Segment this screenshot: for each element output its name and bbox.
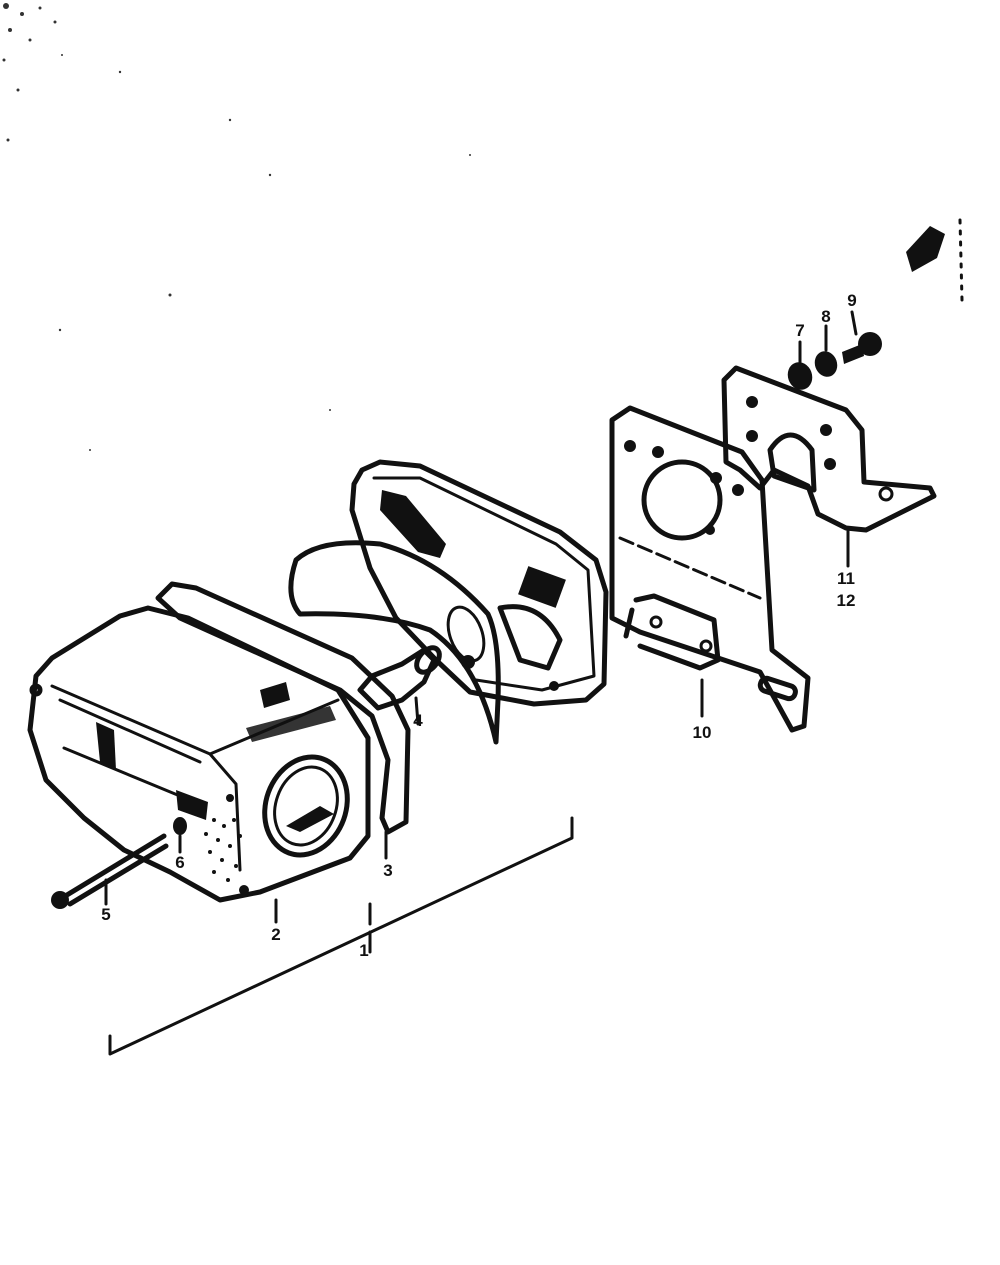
scan-noise — [2, 3, 471, 451]
callout-12: 12 — [837, 591, 856, 610]
lens-gasket — [155, 581, 411, 835]
callout-4: 4 — [413, 711, 423, 730]
plate-bracket — [609, 405, 811, 733]
bulb — [357, 645, 442, 726]
callout-1: 1 — [359, 941, 368, 960]
lens-screw-long — [51, 833, 169, 909]
front-direction-arrow — [906, 218, 964, 302]
lens-screw-small — [173, 817, 187, 854]
callout-11: 11 — [837, 569, 855, 588]
callout-9: 9 — [847, 291, 856, 310]
reflector-plate — [288, 540, 501, 745]
callout-10: 10 — [693, 723, 712, 742]
callout-6: 6 — [175, 853, 184, 872]
callout-3: 3 — [383, 861, 392, 880]
callout-8: 8 — [821, 307, 830, 326]
upper-bracket — [721, 365, 937, 533]
callout-7: 7 — [795, 321, 804, 340]
lens-texture-dots — [204, 794, 249, 895]
tail-lamp-lens — [27, 605, 371, 903]
callout-2: 2 — [271, 925, 280, 944]
bolt-hardware — [787, 310, 882, 390]
lamp-base-housing — [349, 459, 609, 707]
callout-5: 5 — [101, 905, 110, 924]
assembly-bracket-line — [108, 816, 574, 1056]
leader-lines — [274, 528, 850, 924]
